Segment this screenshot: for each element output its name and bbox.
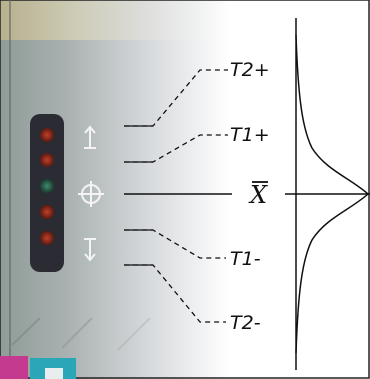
magenta-accent-block	[0, 356, 28, 379]
arrow-up-icon	[84, 125, 96, 149]
leader-line-t2-minus	[124, 264, 226, 323]
lamp-red-lower	[40, 205, 54, 219]
label-t2-plus: T2+	[230, 59, 270, 81]
crosshair-target-icon	[78, 181, 104, 207]
label-t2-minus: T2-	[230, 312, 261, 334]
lamp-green-center	[40, 179, 54, 193]
leader-line-t1-plus	[124, 134, 228, 163]
lamp-red-bottom	[40, 231, 54, 245]
leader-line-t1-minus	[124, 229, 226, 259]
texture-stroke	[61, 317, 93, 349]
lamp-red-upper	[40, 153, 54, 167]
texture-stroke	[11, 317, 41, 346]
leader-line-t2-plus	[124, 69, 228, 127]
background-top-tint	[0, 0, 220, 40]
label-t1-plus: T1+	[230, 124, 270, 146]
texture-stroke	[117, 317, 151, 351]
lamp-red-top	[40, 128, 54, 142]
arrow-down-icon	[84, 238, 96, 262]
mean-label: X	[248, 181, 268, 209]
accent-highlight	[45, 368, 63, 379]
label-t1-minus: T1-	[230, 248, 261, 270]
